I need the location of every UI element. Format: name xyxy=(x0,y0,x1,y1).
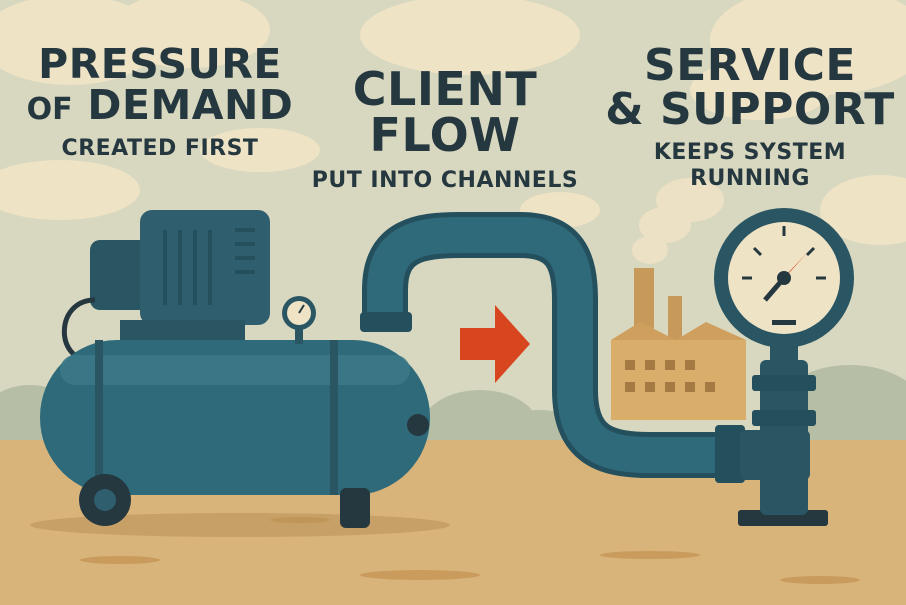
service-support-caption: SERVICE & SUPPORT KEEPS SYSTEM RUNNING xyxy=(600,44,900,193)
pressure-title-of: OF xyxy=(26,92,73,127)
factory-icon xyxy=(611,268,746,420)
client-flow-title-line1: CLIENT xyxy=(352,62,538,116)
pipe-icon xyxy=(360,212,745,483)
service-title-line1: SERVICE xyxy=(644,40,856,91)
client-flow-subtitle: PUT INTO CHANNELS xyxy=(311,168,579,193)
pressure-subtitle: CREATED FIRST xyxy=(61,136,259,161)
service-subtitle-line1: KEEPS SYSTEM xyxy=(653,140,847,165)
flow-arrow-icon xyxy=(460,305,530,383)
pressure-title-demand: DEMAND xyxy=(87,81,294,129)
client-flow-title-line2: FLOW xyxy=(369,108,521,162)
service-subtitle-line2: RUNNING xyxy=(690,166,810,192)
pressure-title-line2: OF DEMAND xyxy=(20,85,300,126)
service-title-line2: & SUPPORT xyxy=(605,84,895,135)
pressure-caption: PRESSURE OF DEMAND CREATED FIRST xyxy=(20,44,300,162)
pressure-gauge-icon xyxy=(714,208,854,526)
pressure-title-line1: PRESSURE xyxy=(38,40,282,88)
client-flow-caption: CLIENT FLOW PUT INTO CHANNELS xyxy=(300,66,590,194)
air-compressor-icon xyxy=(30,210,450,537)
smoke xyxy=(632,178,724,264)
